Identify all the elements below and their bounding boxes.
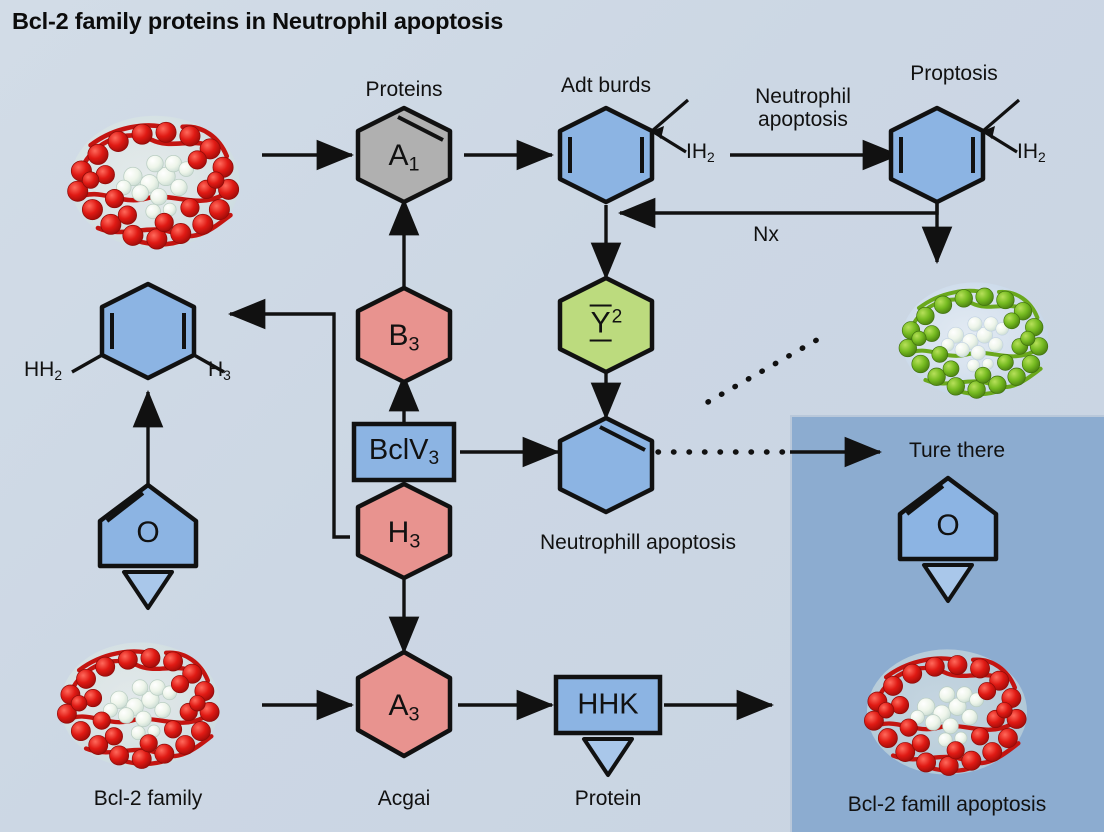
node-benzene-left-hexagon[interactable] <box>71 281 225 381</box>
label-bclv3: BclV3 <box>368 433 440 470</box>
node-proptosis-hexagon[interactable] <box>888 98 1021 205</box>
label-o-left: O <box>136 516 160 549</box>
label-hh2: HH2 <box>24 358 63 383</box>
protein-ribbon-green-right <box>0 282 1049 398</box>
arrow-proptosis-feedback <box>617 160 939 229</box>
label-proptosis-side-chain: IH2 <box>1017 140 1046 165</box>
label-acgai: Acgai <box>377 787 431 810</box>
label-adt-side-chain: IH2 <box>686 140 715 165</box>
bcl2-apoptosis-panel <box>790 415 1104 832</box>
label-y2: Y2 <box>589 304 623 342</box>
label-adt-burds: Adt burds <box>561 74 651 97</box>
protein-ribbon-top-left <box>68 116 240 249</box>
label-o-panel: O <box>936 509 960 542</box>
label-protein: Protein <box>574 787 642 810</box>
label-proptosis: Proptosis <box>910 62 998 85</box>
label-b3: B3 <box>388 318 420 356</box>
label-a1: A1 <box>388 138 420 176</box>
label-h3-hexagon: H3 <box>387 515 421 553</box>
node-neutrophill-apoptosis-hexagon[interactable] <box>557 415 655 515</box>
protein-ribbon-bottom-left <box>57 642 220 768</box>
label-bcl2-famill-apoptosis: Bcl-2 famill apoptosis <box>847 793 1047 816</box>
label-ture-there: Ture there <box>908 439 1006 462</box>
label-neutrophill-apoptosis: Neutrophill apoptosis <box>539 531 737 554</box>
node-adt-burds-hexagon[interactable] <box>557 98 690 205</box>
label-hhk: HHK <box>577 688 639 721</box>
page-title: Bcl-2 family proteins in Neutrophil apop… <box>12 8 504 34</box>
label-proteins: Proteins <box>365 78 443 101</box>
label-bcl2-family: Bcl-2 family <box>93 787 203 810</box>
arrow-h3-to-benzene <box>227 298 350 539</box>
label-neutrophil-apoptosis-edge: Neutrophil apoptosis <box>755 85 851 132</box>
label-a3: A3 <box>388 688 420 726</box>
dotted-diagonal-connector <box>705 334 825 405</box>
label-h3-side: H3 <box>208 358 231 383</box>
label-nx: Nx <box>753 223 779 246</box>
